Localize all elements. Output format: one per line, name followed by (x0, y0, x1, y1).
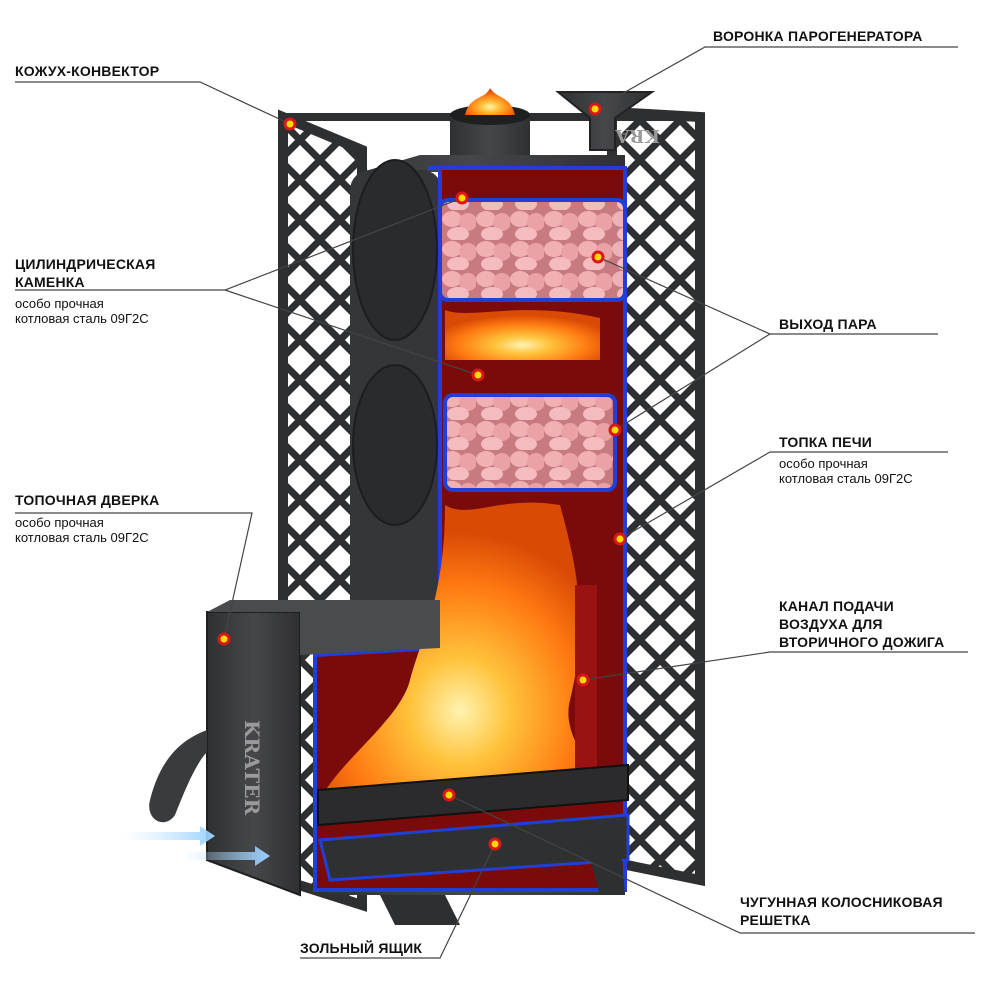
label-door: ТОПОЧНАЯ ДВЕРКА (15, 492, 160, 508)
marker-steam-top (591, 250, 605, 264)
label-stones-line2: КАМЕНКА (15, 274, 85, 290)
marker-door (217, 632, 231, 646)
leader-convector (15, 81, 291, 125)
label-grate-line1: ЧУГУННАЯ КОЛОСНИКОВАЯ (740, 894, 943, 910)
air-intake-arrows (125, 826, 270, 866)
leader-firebox (619, 451, 948, 540)
label-firebox-sub1: особо прочная (779, 456, 868, 471)
leader-stones-2 (224, 289, 479, 376)
marker-stones-mid (471, 368, 485, 382)
marker-convector (283, 117, 297, 131)
marker-air (576, 673, 590, 687)
stove-legs (380, 840, 625, 925)
steam-funnel: KRA (555, 91, 660, 151)
leader-air (582, 651, 968, 681)
marker-steam-bottom (608, 423, 622, 437)
label-stones-sub2: котловая сталь 09Г2С (15, 311, 149, 326)
fire-door: KRATER (149, 600, 440, 897)
marker-ash (488, 837, 502, 851)
leader-grate (448, 794, 975, 934)
label-firebox-sub2: котловая сталь 09Г2С (779, 471, 913, 486)
label-door-sub1: особо прочная (15, 515, 104, 530)
label-door-sub2: котловая сталь 09Г2С (15, 530, 149, 545)
label-steam-out: ВЫХОД ПАРА (779, 316, 877, 332)
label-stones-line1: ЦИЛИНДРИЧЕСКАЯ (15, 256, 156, 272)
leader-steam-2 (614, 333, 771, 431)
label-air-line1: КАНАЛ ПОДАЧИ (779, 598, 894, 614)
marker-points (217, 102, 627, 851)
top-brand-logo: KRA (614, 125, 660, 146)
stove-interior (313, 166, 630, 892)
front-brand-logo: KRATER (240, 720, 264, 816)
marker-stones-top (455, 191, 469, 205)
label-stones-sub1: особо прочная (15, 296, 104, 311)
marker-firebox (613, 532, 627, 546)
label-air-line3: ВТОРИЧНОГО ДОЖИГА (779, 634, 945, 650)
leader-lines (15, 46, 975, 959)
leader-funnel (594, 46, 958, 110)
marker-grate (442, 788, 456, 802)
label-air-line2: ВОЗДУХА ДЛЯ (779, 616, 883, 632)
label-ash-box: ЗОЛЬНЫЙ ЯЩИК (300, 940, 423, 956)
leader-door (15, 512, 253, 640)
label-grate-line2: РЕШЕТКА (740, 912, 811, 928)
leader-ash (300, 843, 496, 959)
label-funnel: ВОРОНКА ПАРОГЕНЕРАТОРА (713, 28, 923, 44)
marker-funnel (588, 102, 602, 116)
label-firebox: ТОПКА ПЕЧИ (779, 434, 872, 450)
chimney-outlet (450, 88, 530, 160)
label-convector: КОЖУХ-КОНВЕКТОР (15, 63, 160, 79)
